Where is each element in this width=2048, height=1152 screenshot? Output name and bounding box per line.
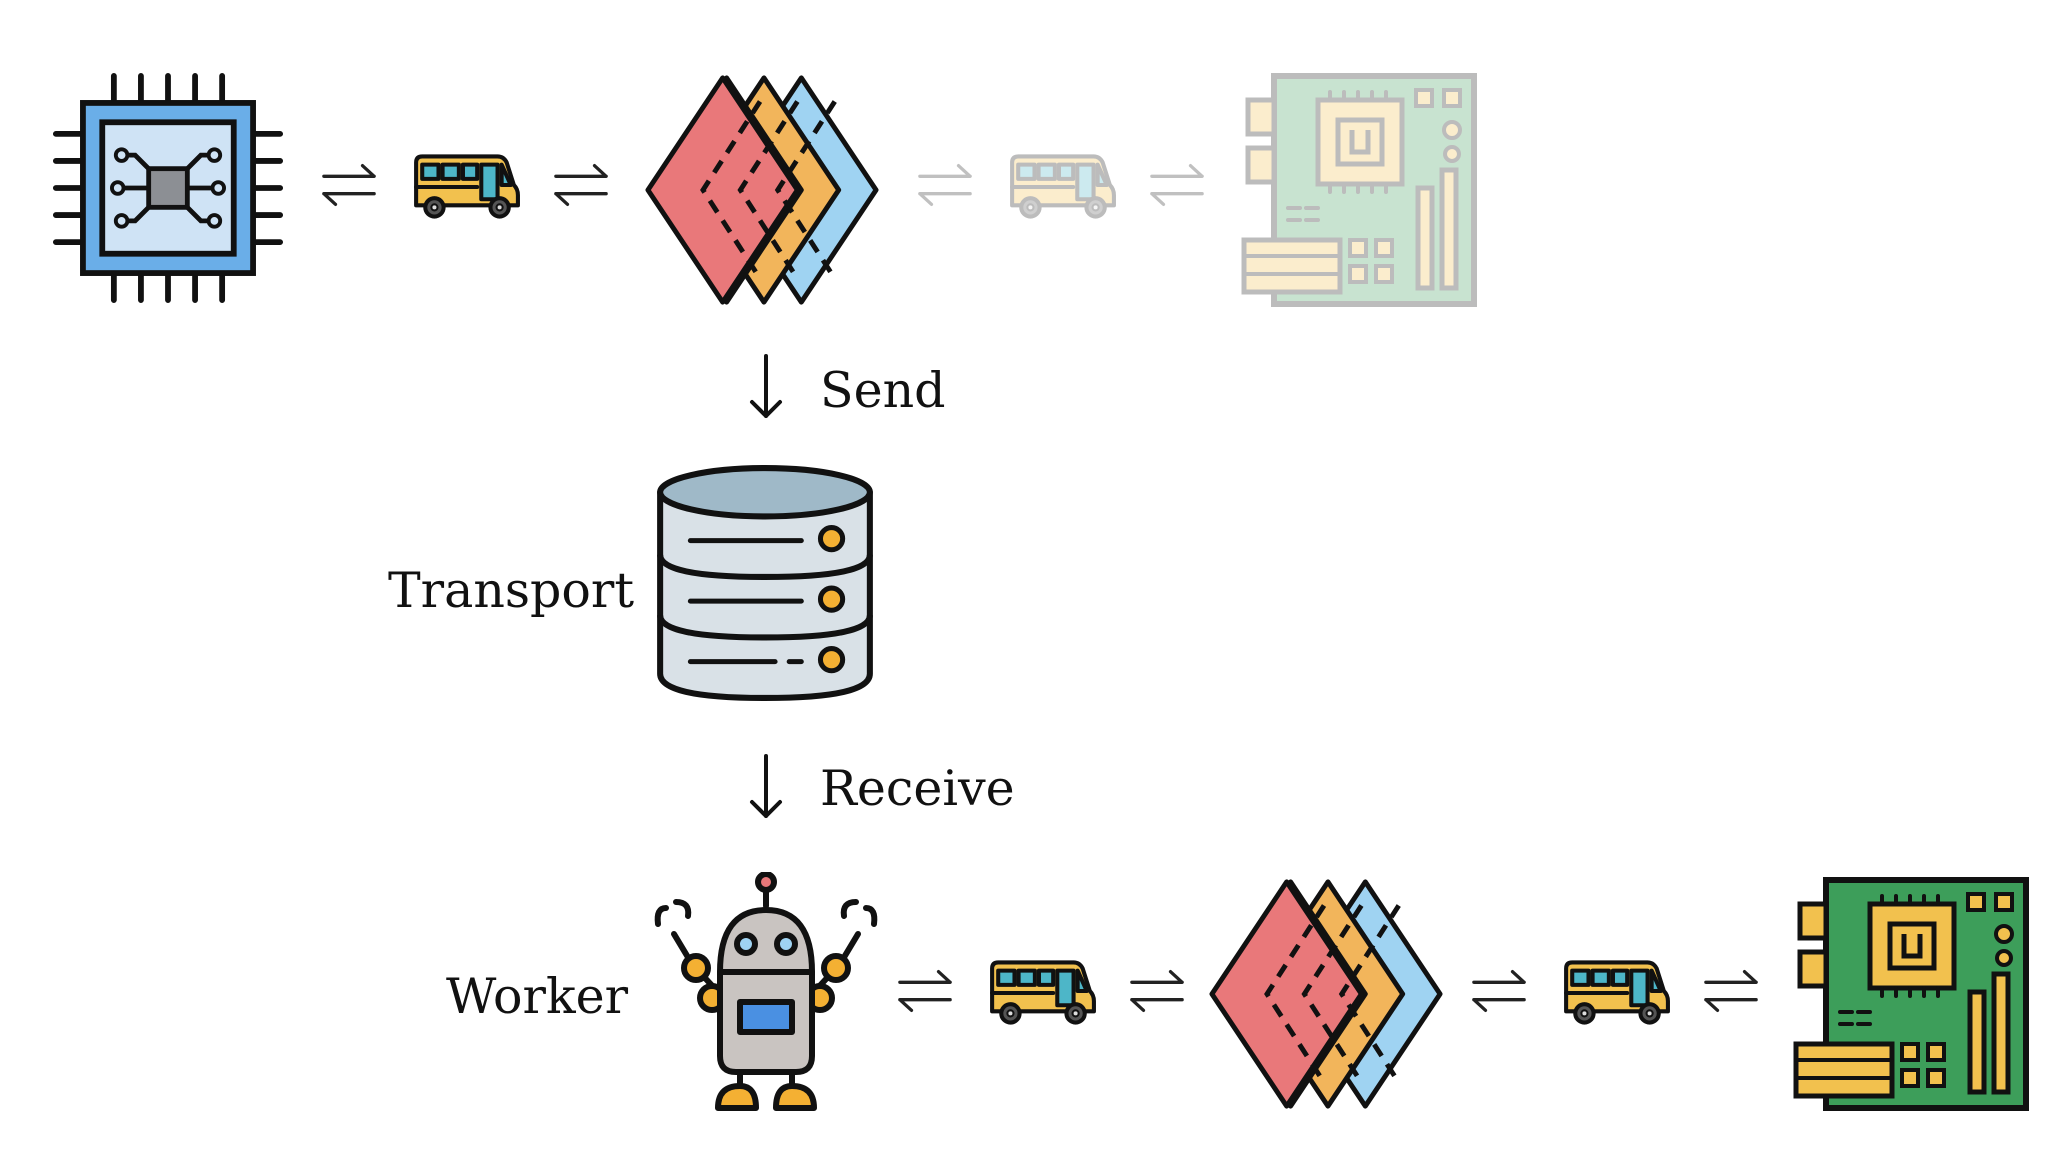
bus-icon [986, 956, 1098, 1028]
bidirectional-arrow-icon [552, 160, 610, 210]
bidirectional-arrow-icon [1128, 966, 1186, 1016]
bus-icon [1006, 150, 1118, 222]
receive-label: Receive [820, 760, 1015, 817]
transport-label: Transport [388, 562, 635, 619]
bus-icon [410, 150, 522, 222]
bus-icon [1560, 956, 1672, 1028]
down-arrow-icon [746, 352, 786, 422]
send-label: Send [820, 362, 946, 419]
layers-icon [642, 72, 882, 308]
bidirectional-arrow-icon [1148, 160, 1206, 210]
layers-icon [1206, 876, 1446, 1112]
bidirectional-arrow-icon [896, 966, 954, 1016]
bidirectional-arrow-icon [1702, 966, 1760, 1016]
motherboard-icon [1792, 874, 2032, 1114]
bidirectional-arrow-icon [320, 160, 378, 210]
robot-icon [646, 872, 886, 1112]
motherboard-icon [1240, 70, 1480, 310]
bidirectional-arrow-icon [916, 160, 974, 210]
down-arrow-icon [746, 752, 786, 822]
database-icon [654, 462, 876, 704]
worker-label: Worker [446, 968, 629, 1025]
cpu-chip-icon [52, 72, 284, 304]
bidirectional-arrow-icon [1470, 966, 1528, 1016]
